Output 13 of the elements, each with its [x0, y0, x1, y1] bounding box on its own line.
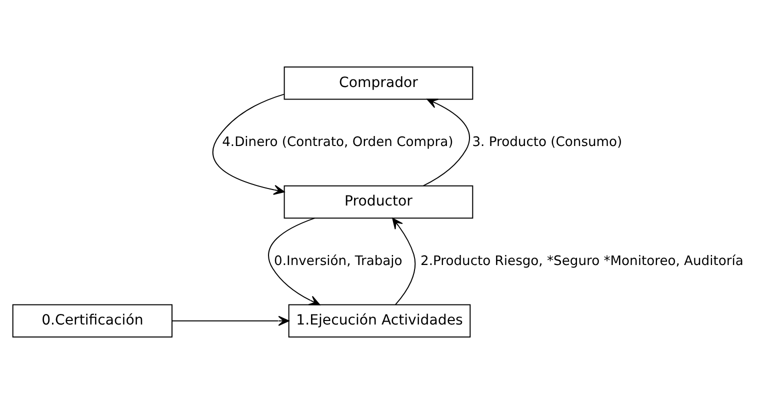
- node-box: 0.Certificación: [12, 304, 172, 338]
- arrow: [268, 218, 320, 306]
- edge-label: 2.Producto Riesgo, *Seguro *Monitoreo, Auditoría: [420, 254, 744, 269]
- arrow: [423, 98, 470, 186]
- edge-label: 3. Producto (Consumo): [472, 134, 622, 150]
- node-box: Productor: [284, 185, 474, 219]
- node-box: Comprador: [284, 66, 474, 100]
- edge-label: 0.Inversión, Trabajo: [274, 254, 402, 269]
- arrow: [392, 218, 416, 305]
- arrow: [172, 316, 290, 326]
- edge-label: 4.Dinero (Contrato, Orden Compra): [222, 134, 454, 150]
- arrow: [212, 94, 285, 195]
- node-box: 1.Ejecución Actividades: [288, 304, 471, 338]
